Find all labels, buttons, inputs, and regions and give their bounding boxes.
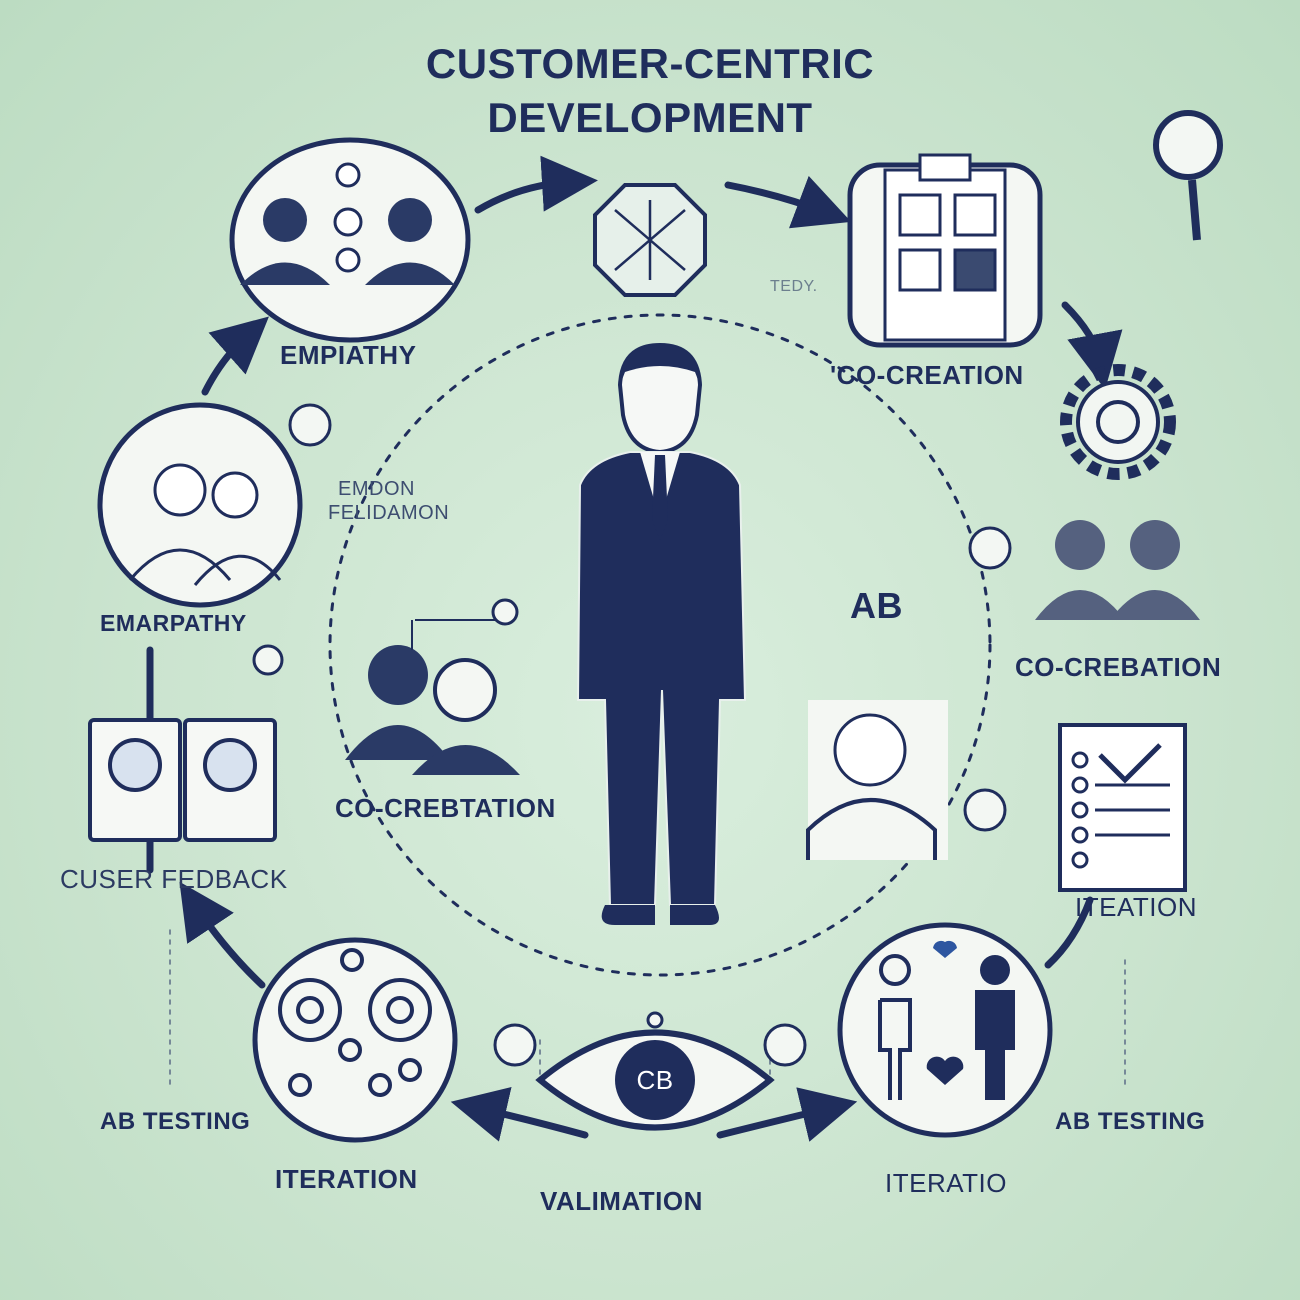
- label-iteration-left: ITERATION: [275, 1164, 418, 1194]
- label-validation: VALIMATION: [540, 1186, 703, 1216]
- title-line-2: DEVELOPMENT: [487, 94, 813, 141]
- dashed-cycle-ring: [328, 313, 992, 977]
- eye-icon: [535, 1011, 775, 1131]
- compass-icon: [593, 183, 707, 297]
- businessman-figure: [576, 342, 747, 925]
- iteration-gears-icon: [252, 937, 458, 1143]
- label-ab-testing-right: AB TESTING: [1055, 1108, 1206, 1135]
- checklist-icon: [1058, 723, 1187, 892]
- woman-portrait-icon: [806, 700, 948, 860]
- label-felidamon: FELIDAMON: [328, 502, 450, 524]
- clipboard-icon: [847, 153, 1043, 348]
- title-line-1: CUSTOMER-CENTRIC: [425, 40, 875, 87]
- eye-badge-text: CB: [636, 1065, 674, 1095]
- label-emdon: EMDON: [338, 478, 415, 500]
- partnership-icon: [837, 922, 1053, 1138]
- feedback-cards-icon: [88, 718, 277, 842]
- label-emarpathy: EMARPATHY: [100, 610, 247, 636]
- label-iteation-right: ITEATION: [1075, 892, 1197, 922]
- label-cocreation-center: CO-CREBTATION: [335, 793, 556, 823]
- label-faint-top: TEDY.: [770, 278, 818, 295]
- empathy-people-icon: [229, 137, 471, 343]
- label-user-feedback: CUSER FEDBACK: [60, 864, 288, 894]
- small-badges: [252, 403, 1012, 1067]
- label-ab-testing-left: AB TESTING: [100, 1108, 251, 1135]
- gear-icon: [1060, 364, 1176, 480]
- co-creation-pair-icon: [345, 598, 520, 775]
- label-cocreation-right: CO-CREBATION: [1015, 652, 1222, 682]
- women-portrait-icon: [97, 402, 303, 608]
- label-cocreation-top: 'CO-CREATION: [830, 360, 1024, 390]
- women-pair-icon: [1035, 520, 1200, 620]
- label-empathy-top: EMPIATHY: [280, 340, 417, 370]
- label-iteration-right: ITERATIO: [885, 1168, 1007, 1198]
- magnifier-icon: [1153, 110, 1223, 241]
- label-ab-center: AB: [850, 585, 903, 626]
